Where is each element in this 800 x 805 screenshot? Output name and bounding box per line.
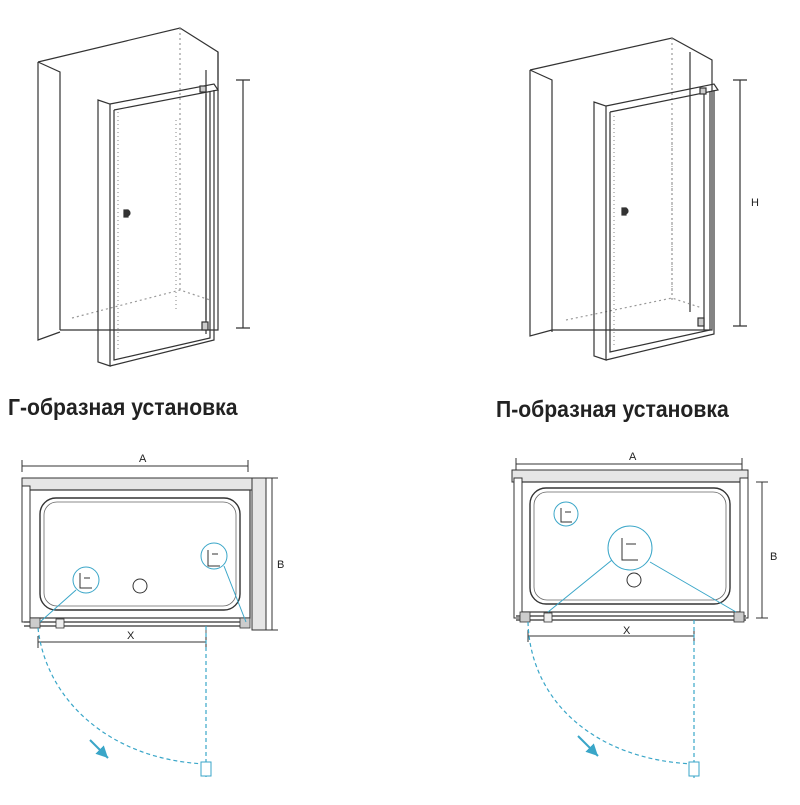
swing-arrow-icon: [577, 735, 599, 757]
u-shape-3d-view: [529, 37, 747, 361]
width-label-left: A: [139, 453, 147, 465]
width-dimension: [21, 460, 249, 472]
width-dimension-right: [515, 458, 743, 470]
detail-callout-icon: [547, 501, 737, 613]
hinge-icon: [29, 617, 41, 629]
drain-icon: [626, 572, 642, 588]
l-shape-3d-view: [37, 27, 250, 367]
tray-inner: [39, 497, 241, 611]
depth-label-right: B: [770, 551, 777, 563]
back-wall-right: [529, 37, 713, 331]
height-dimension-left: [236, 79, 250, 329]
wall-top-right: [511, 469, 749, 483]
door-handle-icon: [123, 209, 131, 218]
door-panel-right: [516, 615, 746, 621]
depth-label-left: B: [277, 559, 284, 571]
l-shape-caption: Г-образная установка: [8, 394, 238, 420]
width-label-right: A: [629, 451, 637, 463]
back-wall: [37, 27, 219, 331]
detail-callout-icon: [39, 542, 247, 623]
door-frame-right: [593, 83, 719, 361]
door-label-left: X: [127, 630, 135, 642]
hinge-icon: [519, 611, 531, 623]
height-label-right: H: [751, 197, 759, 209]
door-label-right: X: [623, 625, 631, 637]
door-swing-arc-right: [527, 621, 695, 765]
height-dimension-right: [733, 79, 747, 327]
door-width-dimension: [37, 636, 207, 648]
depth-dimension: [266, 477, 278, 631]
door-frame: [97, 83, 220, 367]
wall-profile: [21, 485, 31, 623]
wall-side: [251, 477, 267, 631]
shower-tray-right: [517, 481, 745, 613]
u-shape-plan-view: [511, 458, 768, 778]
depth-dimension-right: [756, 481, 768, 619]
drain-icon: [132, 578, 148, 594]
u-shape-caption: П-образная установка: [496, 396, 729, 422]
door-swing-arc: [37, 627, 207, 765]
door-width-dimension-right: [527, 630, 695, 642]
swing-arrow-icon: [89, 739, 109, 759]
door-handle-icon: [621, 207, 629, 216]
l-shape-plan-view: [21, 460, 278, 778]
wall-top: [21, 477, 267, 491]
